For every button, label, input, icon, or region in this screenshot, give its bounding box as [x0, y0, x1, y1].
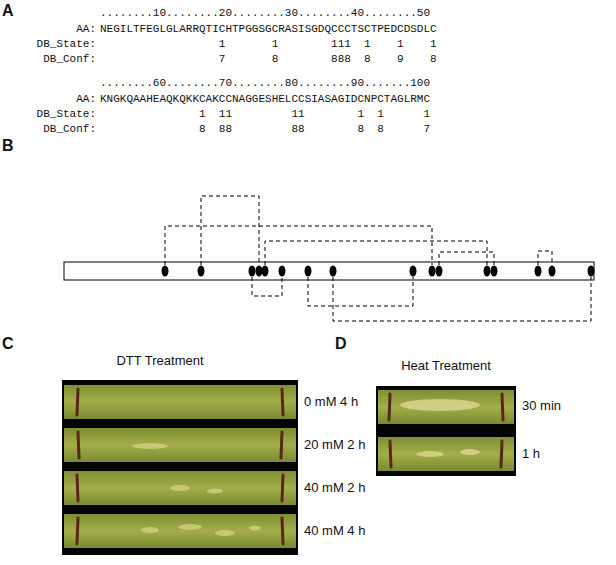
leaf-photo [62, 380, 298, 555]
leaf-photo [376, 386, 516, 476]
treatment-label: 30 min [522, 398, 561, 414]
row-header: DB_State: [37, 37, 96, 51]
state-row: 1 11 11 1 1 1 [100, 107, 430, 121]
panel-letter: C [2, 335, 14, 353]
panel-title: Heat Treatment [401, 358, 491, 374]
state-row: 1 1 111 1 1 1 [100, 37, 437, 51]
row-header: DB_Conf: [43, 122, 96, 136]
row-header: AA: [76, 92, 96, 106]
panel-letter: D [335, 335, 347, 353]
treatment-label: 0 mM 4 h [304, 394, 358, 410]
panel-letter: B [2, 137, 14, 155]
confidence-row: 8 88 88 8 8 7 [100, 122, 430, 136]
panel-letter: A [2, 2, 14, 20]
panel-title: DTT Treatment [116, 353, 203, 369]
treatment-label: 40 mM 2 h [304, 480, 365, 496]
position-ruler: ........60........70........80........90… [100, 76, 430, 90]
disulfide-map [64, 196, 595, 321]
treatment-label: 40 mM 4 h [304, 523, 365, 539]
row-header: DB_State: [37, 107, 96, 121]
confidence-row: 7 8 888 8 9 8 [100, 52, 437, 66]
sequence-row: KNGKQAAHEAQKQKKCAKCCNAGGESHELCCSIASAGIDC… [100, 92, 430, 106]
treatment-label: 1 h [522, 446, 540, 462]
treatment-label: 20 mM 2 h [304, 437, 365, 453]
sequence-row: NEGILTFEGLGLARRQTICHTPGGSGCRASISGDQCCCTS… [100, 22, 437, 36]
position-ruler: ........10........20........30........40… [100, 6, 430, 20]
row-header: DB_Conf: [43, 52, 96, 66]
row-header: AA: [76, 22, 96, 36]
